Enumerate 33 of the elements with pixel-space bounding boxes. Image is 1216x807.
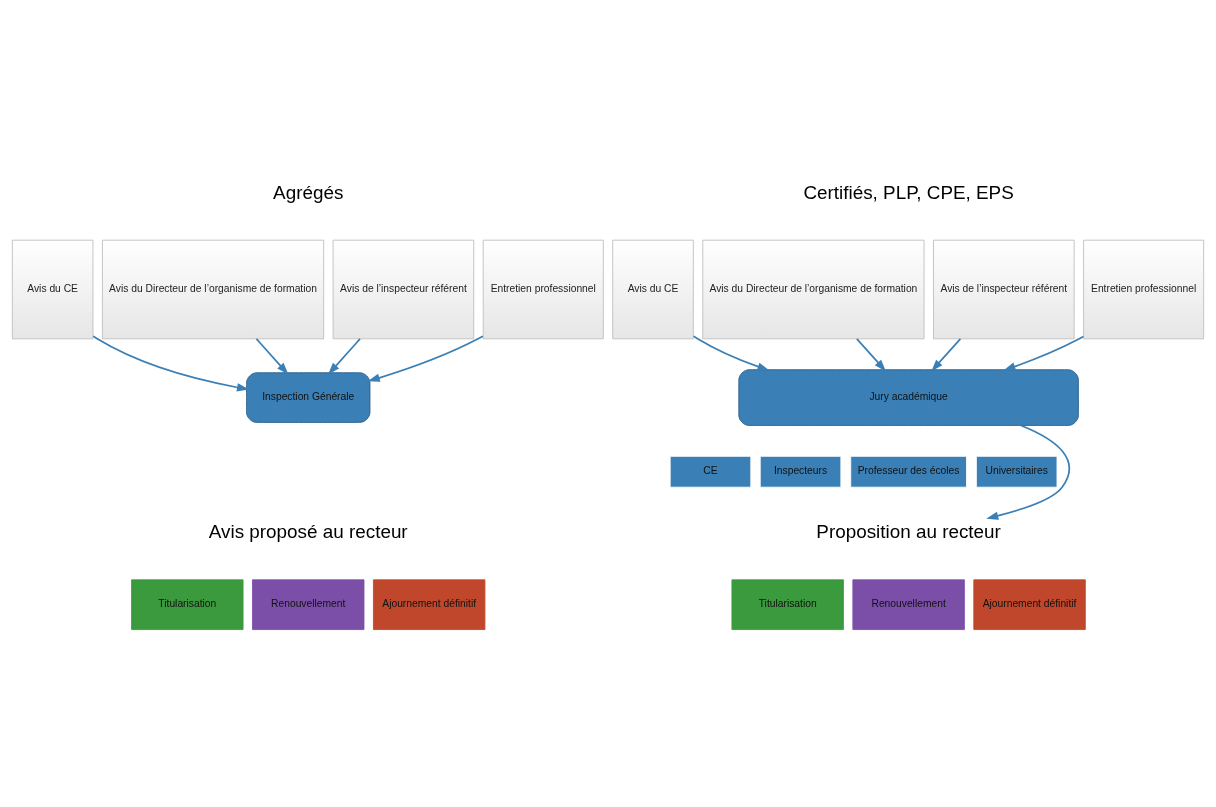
arrow — [255, 337, 289, 375]
arrow — [986, 424, 1071, 520]
node-box: Avis de l’inspecteur référent — [332, 239, 475, 339]
node-box: Entretien professionnel — [1083, 239, 1205, 339]
node-box: Inspecteurs — [759, 455, 842, 488]
node-box: Avis du CE — [11, 239, 94, 339]
node-box: Ajournement définitif — [373, 578, 486, 630]
node-box: Inspection Générale — [246, 371, 371, 423]
label: Certifiés, PLP, CPE, EPS — [803, 181, 1014, 203]
node-box: Titularisation — [731, 578, 844, 630]
node-box: Renouvellement — [852, 578, 965, 630]
arrow — [1003, 335, 1085, 371]
node-box: Professeur des écoles — [850, 455, 967, 488]
node-box: Renouvellement — [252, 578, 365, 630]
node-box: Titularisation — [131, 578, 244, 630]
node-box: Avis du CE — [612, 239, 694, 339]
node-box: Avis du Directeur de l’organisme de formation — [702, 239, 925, 339]
label: Avis proposé au recteur — [208, 520, 408, 542]
arrow — [367, 334, 484, 382]
node-box: Avis de l’inspecteur référent — [933, 239, 1075, 339]
node-box: Jury académique — [738, 368, 1079, 426]
node-text: Proposition au recteur — [816, 520, 1001, 542]
node-box: Entretien professionnel — [482, 239, 604, 339]
label: Agrégés — [273, 181, 344, 203]
node-box: CE — [669, 455, 752, 488]
arrow — [92, 334, 249, 391]
node-box: Avis du Directeur de l’organisme de formation — [101, 239, 325, 339]
node-box: Universitaires — [975, 455, 1058, 488]
arrow — [931, 337, 962, 371]
arrow — [328, 337, 361, 375]
node-box: Ajournement définitif — [973, 578, 1086, 630]
arrow — [692, 334, 770, 371]
arrow — [856, 337, 886, 371]
